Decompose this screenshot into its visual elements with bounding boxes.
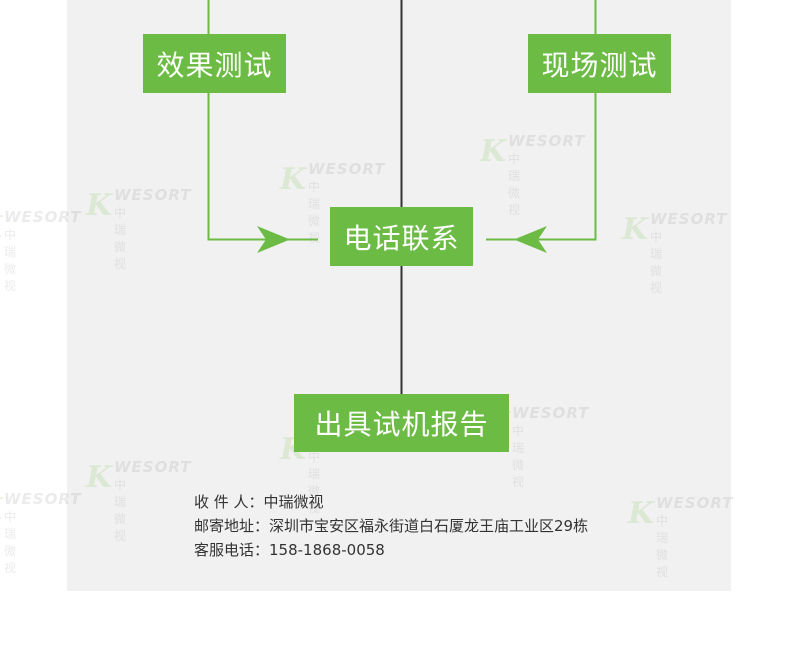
content-panel <box>67 0 731 591</box>
phone-label: 客服电话： <box>194 541 270 559</box>
left-connector <box>207 93 262 241</box>
right-connector <box>540 93 597 241</box>
right-arrowhead <box>514 226 547 253</box>
address-label: 邮寄地址： <box>194 517 270 535</box>
address-value: 深圳市宝安区福永街道白石厦龙王庙工业区29栋 <box>269 517 589 535</box>
receiver-label: 收 件 人： <box>194 493 264 511</box>
contact-info: 收 件 人：中瑞微视 邮寄地址：深圳市宝安区福永街道白石厦龙王庙工业区29栋 客… <box>194 490 588 562</box>
left-arrowhead <box>257 226 290 253</box>
address-row: 邮寄地址：深圳市宝安区福永街道白石厦龙王庙工业区29栋 <box>194 514 588 538</box>
effect-test-node: 效果测试 <box>143 34 286 93</box>
report-node: 出具试机报告 <box>294 394 509 452</box>
phone-value: 158-1868-0058 <box>269 541 385 559</box>
receiver-value: 中瑞微视 <box>263 493 324 511</box>
phone-row: 客服电话：158-1868-0058 <box>194 538 588 562</box>
phone-contact-node: 电话联系 <box>330 207 473 266</box>
receiver-row: 收 件 人：中瑞微视 <box>194 490 588 514</box>
site-test-node: 现场测试 <box>528 34 671 93</box>
